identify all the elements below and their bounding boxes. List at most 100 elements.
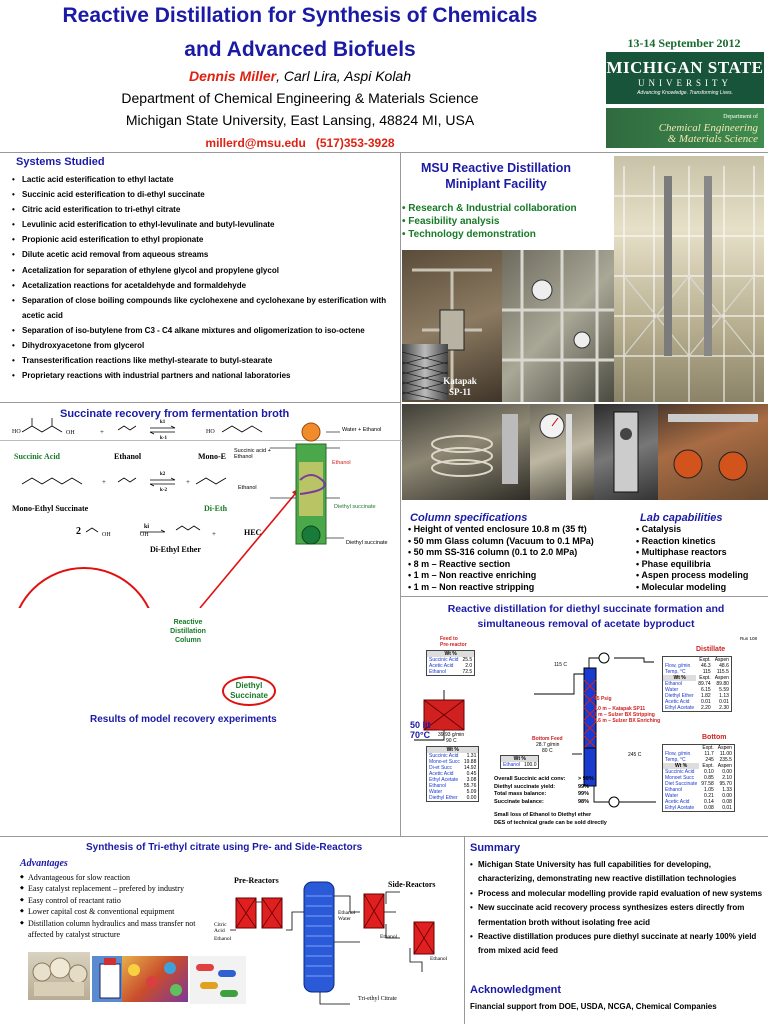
- list-item: Dihydroxyacetone from glycerol: [12, 338, 392, 353]
- divider-vertical-main: [400, 152, 401, 836]
- label-ethanol-side-1: Ethanol: [380, 934, 398, 940]
- divider-right-mid: [400, 596, 768, 597]
- top-feed-temp: 90 C: [446, 738, 457, 744]
- result-row: Overall Succinic acid conv:> 99%: [494, 776, 594, 782]
- rd-note-2: DES of technical grade can be sold direc…: [494, 819, 607, 826]
- katapak-label-line1: Katapak: [443, 376, 477, 386]
- top-feed-label: Top Feed: [436, 726, 458, 732]
- result-row: Diethyl succinate yield:99%: [494, 783, 590, 790]
- vessel-label: 50 lit 70°C: [410, 720, 431, 740]
- dept-logo: Department of Chemical Engineering & Mat…: [606, 108, 764, 148]
- label-ethanol-water: Ethanol Water: [338, 910, 356, 922]
- list-item: Succinic acid esterification to di-ethyl…: [12, 187, 392, 202]
- citrate-title: Synthesis of Tri-ethyl citrate using Pre…: [86, 842, 363, 853]
- highlight-circle: [18, 567, 150, 608]
- list-item: Transesterification reactions like methy…: [12, 353, 392, 368]
- list-item: Molecular modeling: [636, 582, 748, 594]
- lab-capabilities-list: Catalysis Reaction kinetics Multiphase r…: [636, 524, 748, 593]
- temp-top: 115 C: [554, 662, 567, 668]
- vessel-volume: 50 lit: [410, 720, 431, 730]
- succinate-title: Succinate recovery from fermentation bro…: [60, 408, 290, 420]
- msu-logo-line2: UNIVERSITY: [638, 78, 732, 88]
- list-item: Phase equilibria: [636, 559, 748, 571]
- section-stripping: 1 m – Sulzer BX Stripping: [594, 712, 655, 718]
- miniplant-title-line1: MSU Reactive Distillation: [420, 161, 572, 175]
- summary-list: Michigan State University has full capab…: [470, 858, 764, 959]
- dept-logo-line2: & Materials Science: [667, 133, 758, 145]
- feed-pre-reactor-label: Feed to Pre-reactor: [440, 636, 467, 648]
- msu-logo-line1: MICHIGAN STATE: [606, 58, 764, 77]
- lab-capabilities-title: Lab capabilities: [640, 512, 723, 524]
- label-mono-ethyl-succinate: Mono-Ethyl Succinate: [12, 504, 89, 513]
- list-item: Research & Industrial collaboration: [402, 202, 576, 215]
- run-label: Run 108: [740, 636, 758, 641]
- svg-text:OH: OH: [140, 532, 149, 538]
- section-katapak: 3.0 m – Katapak SP11: [594, 706, 646, 712]
- label-stoich: 2: [76, 526, 81, 537]
- reactive-column-label: Reactive Distillation Column: [166, 618, 210, 645]
- rd-title-line2: simultaneous removal of acetate byproduc…: [477, 618, 695, 630]
- miniplant-bullets: Research & Industrial collaboration Feas…: [402, 202, 577, 241]
- contact-info: millerd@msu.edu (517)353-3928: [0, 136, 600, 150]
- dept-logo-prefix: Department of: [723, 114, 758, 120]
- table-header-row: Expt.Aspen: [699, 657, 729, 663]
- rd-note-1: Small loss of Ethanol to Diethyl ether: [494, 812, 592, 818]
- list-item: Propionic acid esterification to ethyl p…: [12, 232, 392, 247]
- list-item: 50 mm Glass column (Vacuum to 0.1 MPa): [408, 536, 594, 548]
- label-tri-ethyl-citrate: Tri-ethyl Citrate: [358, 996, 397, 1002]
- authors: Dennis Miller, Carl Lira, Aspi Kolah: [0, 68, 600, 84]
- bottom-feed-label: Bottom Feed: [532, 736, 563, 742]
- list-item: Process and molecular modelling provide …: [470, 887, 764, 902]
- list-item: 50 mm SS-316 column (0.1 to 2.0 MPa): [408, 547, 594, 559]
- rd-results: Overall Succinic acid conv:> 99% Diethyl…: [494, 776, 594, 806]
- label-citric-acid: Citric Acid: [214, 922, 227, 934]
- list-item: Technology demonstration: [402, 228, 577, 241]
- list-item: Multiphase reactors: [636, 547, 748, 559]
- result-row: Succinate balance:98%: [494, 798, 590, 805]
- svg-text:+: +: [100, 428, 104, 436]
- diethyl-succinate-line1: Diethyl: [235, 681, 263, 690]
- photo-column-piping: [502, 250, 614, 402]
- table-header-row: Wt %Expt.Aspen: [663, 763, 734, 769]
- list-item: Easy catalyst replacement – prefered by …: [20, 883, 220, 895]
- photo-pumps: [658, 404, 768, 500]
- systems-title: Systems Studied: [16, 156, 105, 168]
- list-item: Separation of close boiling compounds li…: [12, 293, 392, 323]
- pressure-label: 45 Psig: [594, 696, 612, 702]
- list-item: New succinate acid recovery process synt…: [470, 901, 764, 930]
- section-enriching: 0.6 m – Sulzer BX Enriching: [594, 718, 661, 724]
- lead-author: Dennis Miller: [188, 68, 277, 84]
- email-link[interactable]: millerd@msu.edu: [205, 136, 306, 150]
- list-item: Acetalization reactions for acetaldehyde…: [12, 278, 392, 293]
- rd-process-diagram: [414, 652, 709, 808]
- svg-text:OH: OH: [66, 430, 75, 436]
- label-ethanol: Ethanol: [114, 452, 142, 461]
- col-label-diethyl-2: Diethyl succinate: [346, 540, 388, 546]
- label-ki: ki: [144, 524, 150, 530]
- svg-text:+: +: [212, 530, 216, 538]
- label-k2: k2: [160, 472, 166, 477]
- photo-miniplant-enclosure: [614, 156, 764, 402]
- top-feed-flow: 39.93 g/min: [438, 732, 465, 738]
- list-item: Levulinic acid esterification to ethyl-l…: [12, 217, 392, 232]
- department: Department of Chemical Engineering & Mat…: [121, 90, 479, 106]
- succinate-reaction-scheme: HO OH + + + + OH OH HO: [12, 418, 344, 608]
- svg-text:OH: OH: [102, 532, 111, 538]
- label-ethanol-feed: Ethanol: [214, 936, 232, 942]
- photo-katapak-packing: [402, 344, 448, 400]
